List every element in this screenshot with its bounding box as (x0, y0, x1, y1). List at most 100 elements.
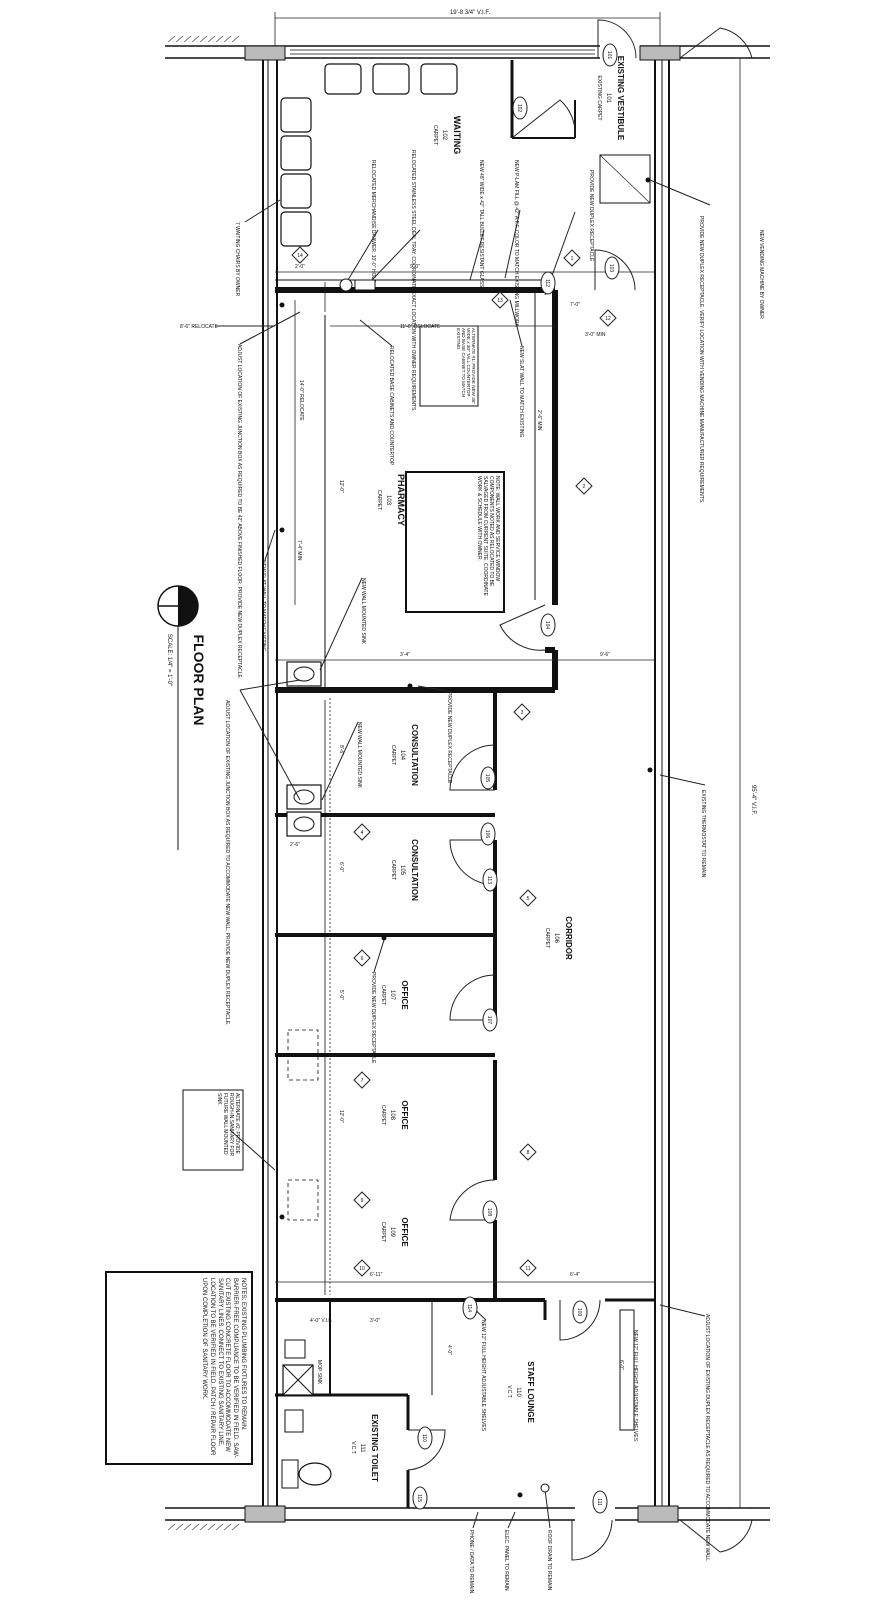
wall-tag-label: 5 (527, 896, 530, 902)
wall-tag-label: 9 (361, 1198, 364, 1204)
door-tags: 1011021031041051061071081091101111121131… (412, 43, 620, 1514)
note-box-millwork: NOTE: WALL WORK AND SERVICE WINDOW COMPO… (405, 471, 505, 613)
callout-glass: NEW 48" WIDE x 42" TALL BULLET RESISTANT… (478, 160, 484, 288)
callout-drawer: RELOCATED MERCHANDISE DRAWER. 10'-0" HOL… (370, 160, 376, 283)
door-tag: 104 (540, 613, 556, 637)
door-tag-label: 101 (606, 51, 612, 60)
dim-d18: 3'-0" (370, 1318, 380, 1324)
dim-d6: 9'-6" (600, 652, 610, 658)
wall-tag: 6 (353, 949, 371, 967)
callout-vending-recept: PROVIDE NEW DUPLEX RECEPTACLE. VERIFY LO… (698, 216, 704, 504)
alternate-1-box: ALTERNATE #1: PROVIDE NEW 36" WIDE x 30"… (419, 325, 479, 407)
wall-tag-label: 10 (359, 1266, 365, 1272)
dim-d7: 7'-4" MIN (296, 540, 302, 561)
callout-slat-wall-2: NEW SLAT WALL TO MATCH EXISTING (260, 560, 266, 652)
waiting-chairs (280, 63, 458, 247)
room-pharmacy-finish: CARPET (376, 490, 382, 510)
callout-junction-1: ADJUST LOCATION OF EXISTING JUNCTION BOX… (236, 344, 242, 679)
wall-tag: 1 (563, 249, 581, 267)
dim-d2: 9'-0" (410, 264, 420, 270)
callout-relocate-1: 8'-6" RELOCATE (180, 324, 219, 330)
sinks (286, 661, 322, 837)
door-tag: 112 (540, 271, 556, 295)
door-tag-label: 103 (608, 264, 614, 273)
room-vestibule-name: EXISTING VESTIBULE (616, 56, 625, 141)
room-pharmacy-number: 103 (385, 495, 391, 506)
room-waiting-number: 102 (441, 130, 447, 141)
dim-d21: 2'-6" (290, 842, 300, 848)
interior-walls (275, 60, 655, 1508)
room-toilet-name: EXISTING TOILET (370, 1414, 379, 1482)
dim-d13: 5'-0" (338, 990, 344, 1000)
door-tag-label: 115 (416, 1494, 422, 1502)
dim-d15: 6'-11" (370, 1272, 383, 1278)
room-corridor-number: 106 (553, 933, 559, 944)
dim-d16: 6'-4" (570, 1272, 580, 1278)
room-corridor-finish: CARPET (544, 928, 550, 948)
callout-shelves-b: NEW 12" FULL HEIGHT ADJUSTABLE SHELVES (632, 1330, 638, 1442)
room-office1-number: 107 (389, 990, 395, 1001)
room-pharmacy-name: PHARMACY (396, 474, 406, 526)
wall-tag: 9 (353, 1191, 371, 1209)
callout-relocate-2: 11'-0" RELOCATE (400, 324, 441, 330)
dim-d3: 7'-0" (570, 302, 580, 308)
door-tag-label: 105 (484, 774, 490, 783)
door-tag-label: 102 (516, 104, 522, 113)
callout-mop-sink: MOP SINK (316, 1360, 322, 1385)
callout-plam: NEW P-LAM FILL @ 42" A.F.F. COLOR TO MAT… (513, 160, 519, 328)
callout-base-cabinets: RELOCATED BASE CABINETS AND COUNTERTOP (388, 346, 394, 466)
dim-d20: 4'-0" (446, 1345, 452, 1355)
wall-tag-label: 12 (605, 316, 611, 322)
wall-tag-label: 11 (525, 1266, 530, 1272)
door-tag-label: 107 (486, 1016, 492, 1025)
door-tag: 109 (572, 1300, 588, 1324)
door-tag-label: 111 (596, 1498, 602, 1506)
wall-tag: 8 (519, 1143, 537, 1161)
room-waiting-finish: CARPET (432, 125, 438, 145)
callout-thermostat: EXISTING THERMOSTAT TO REMAIN (700, 790, 706, 878)
wall-tag: 14 (291, 246, 309, 264)
wall-tag-label: 13 (497, 298, 503, 304)
dim-d11: 8'-6" (338, 745, 344, 755)
room-consult2-finish: CARPET (390, 860, 396, 880)
door-tag-label: 108 (486, 1208, 492, 1217)
plan-title: FLOOR PLAN (191, 635, 207, 726)
wall-tag: 12 (599, 309, 617, 327)
room-consult2-number: 105 (399, 865, 405, 876)
room-vestibule-finish: EXISTING CARPET (596, 75, 602, 120)
room-staff-number: 110 (515, 1387, 521, 1397)
room-corridor-name: CORRIDOR (564, 916, 573, 960)
vending-machine (599, 154, 651, 204)
wall-tag: 7 (353, 1071, 371, 1089)
wall-tag: 13 (491, 291, 509, 309)
door-tag: 107 (482, 1008, 498, 1032)
callout-tray: RELOCATED STAINLESS STEEL DEAL TRAY. COO… (410, 150, 416, 412)
door-tag: 103 (604, 256, 620, 280)
millwork-note-text: NOTE: WALL WORK AND SERVICE WINDOW COMPO… (476, 476, 500, 596)
dim-overall-length: 95'-4" V.I.F. (750, 785, 756, 815)
room-consult1-finish: CARPET (390, 745, 396, 765)
callout-sink-1: NEW WALL MOUNTED SINK (360, 578, 366, 645)
room-office1-finish: CARPET (380, 985, 386, 1005)
dim-d5: 3'-4" (400, 652, 410, 658)
room-office3-name: OFFICE (400, 1217, 409, 1247)
dim-d14: 12'-0" (338, 1110, 344, 1123)
callout-junction-2: ADJUST LOCATION OF EXISTING JUNCTION BOX… (224, 700, 230, 1025)
room-consult1-name: CONSULTATION (410, 724, 419, 786)
wall-tag-label: 3 (521, 710, 524, 716)
room-consult1-number: 104 (399, 750, 405, 761)
note-box-plumbing: NOTES: EXISTING PLUMBING FIXTURES TO REM… (105, 1271, 253, 1465)
wall-tag-label: 7 (361, 1078, 364, 1084)
wall-tag: 4 (353, 823, 371, 841)
exterior-doors (571, 19, 753, 1561)
wall-tag: 3 (513, 703, 531, 721)
alternate-2-box: ALTERNATE #2: PROVIDE ROUGH-IN SANITARY … (182, 1089, 244, 1171)
door-tag-label: 112 (544, 279, 550, 287)
callout-roof: ROOF DRAIN TO REMAIN (546, 1530, 552, 1591)
dim-overall-width: 19'-8 3/4" V.I.F. (450, 10, 490, 16)
interior-dimensions: 2'-0" 9'-0" 7'-0" 3'-0" MIN 3'-4" 9'-6" … (290, 264, 624, 1370)
callouts: NEW VENDING MACHINE BY OWNER PROVIDE NEW… (180, 150, 764, 1594)
alternate-1-text: ALTERNATE #1: PROVIDE NEW 36" WIDE x 30"… (456, 328, 476, 405)
dim-d10: 12'-0" (338, 480, 344, 493)
door-tag: 113 (482, 868, 498, 892)
